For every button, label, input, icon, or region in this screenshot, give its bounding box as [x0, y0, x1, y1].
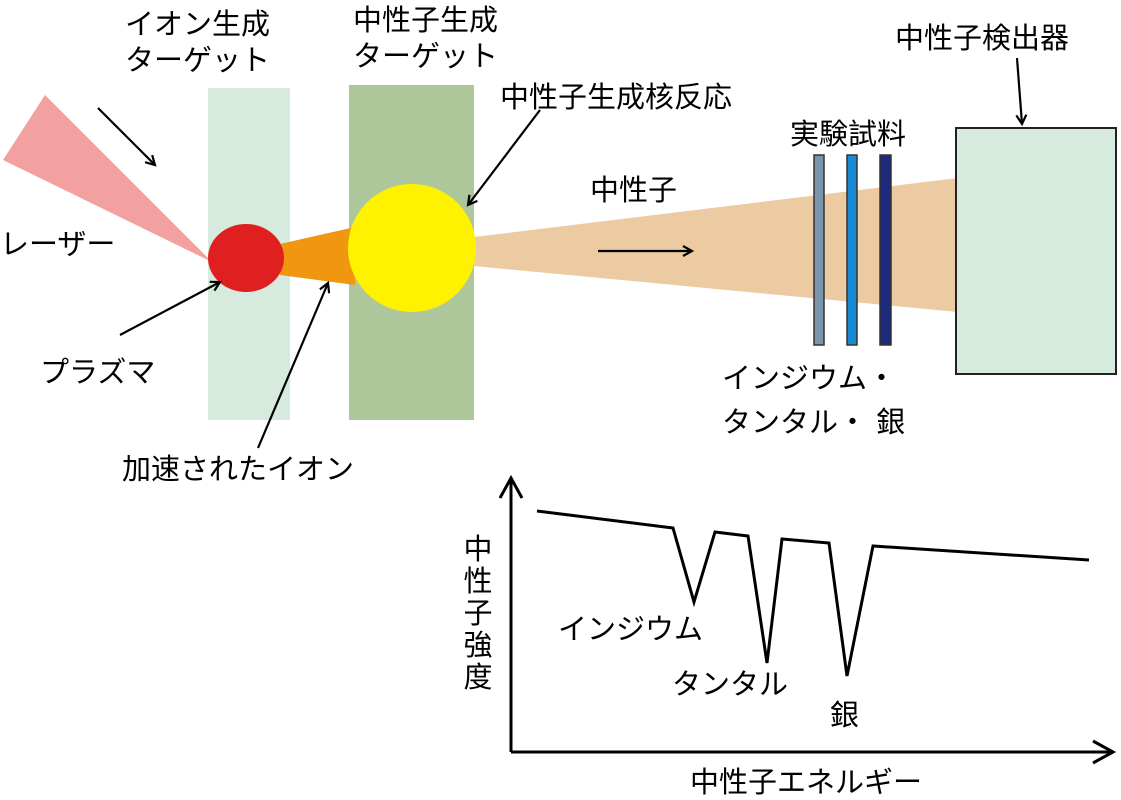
plasma-label: プラズマ	[40, 355, 156, 389]
spectrum-curve	[536, 509, 1090, 677]
sample-names-line1: インジウム・	[722, 361, 897, 395]
laser-beam	[3, 95, 212, 262]
ion-target-label-line1: イオン生成	[125, 7, 271, 41]
reaction-pointer-arrow	[468, 109, 541, 205]
sample-label: 実験試料	[790, 117, 907, 151]
neutron-target-label-line2: ターゲット	[353, 39, 499, 73]
dip-label-silver: 銀	[830, 698, 860, 732]
spectrum-y-label: 中性子強度	[463, 532, 493, 694]
spectrum-x-label: 中性子エネルギー	[690, 765, 923, 799]
dip-label-indium: インジウム	[558, 612, 704, 646]
foil-indium	[813, 154, 825, 346]
dip-label-tantalum: タンタル	[672, 667, 789, 701]
ion-target-label-line2: ターゲット	[125, 43, 271, 77]
plasma	[208, 224, 284, 292]
laser-direction-arrow	[97, 107, 155, 165]
ion-pointer-arrow	[256, 283, 328, 449]
foil-tantalum	[846, 154, 858, 346]
ion-beam	[280, 227, 355, 285]
reaction-circle	[348, 184, 476, 312]
laser-label: レーザー	[0, 227, 116, 261]
sample-names-line2: タンタル・ 銀	[722, 405, 906, 439]
detector-box	[955, 127, 1117, 375]
foil-silver	[879, 154, 892, 346]
neutron-beam	[474, 178, 958, 312]
plasma-pointer-arrow	[119, 282, 220, 336]
neutron-target-label-line1: 中性子生成	[353, 3, 499, 37]
reaction-label: 中性子生成核反応	[500, 80, 733, 114]
detector-label: 中性子検出器	[895, 21, 1070, 55]
accelerated-ions-label: 加速されたイオン	[122, 452, 355, 486]
neutron-label: 中性子	[590, 173, 678, 207]
detector-pointer-arrow	[1017, 57, 1022, 124]
